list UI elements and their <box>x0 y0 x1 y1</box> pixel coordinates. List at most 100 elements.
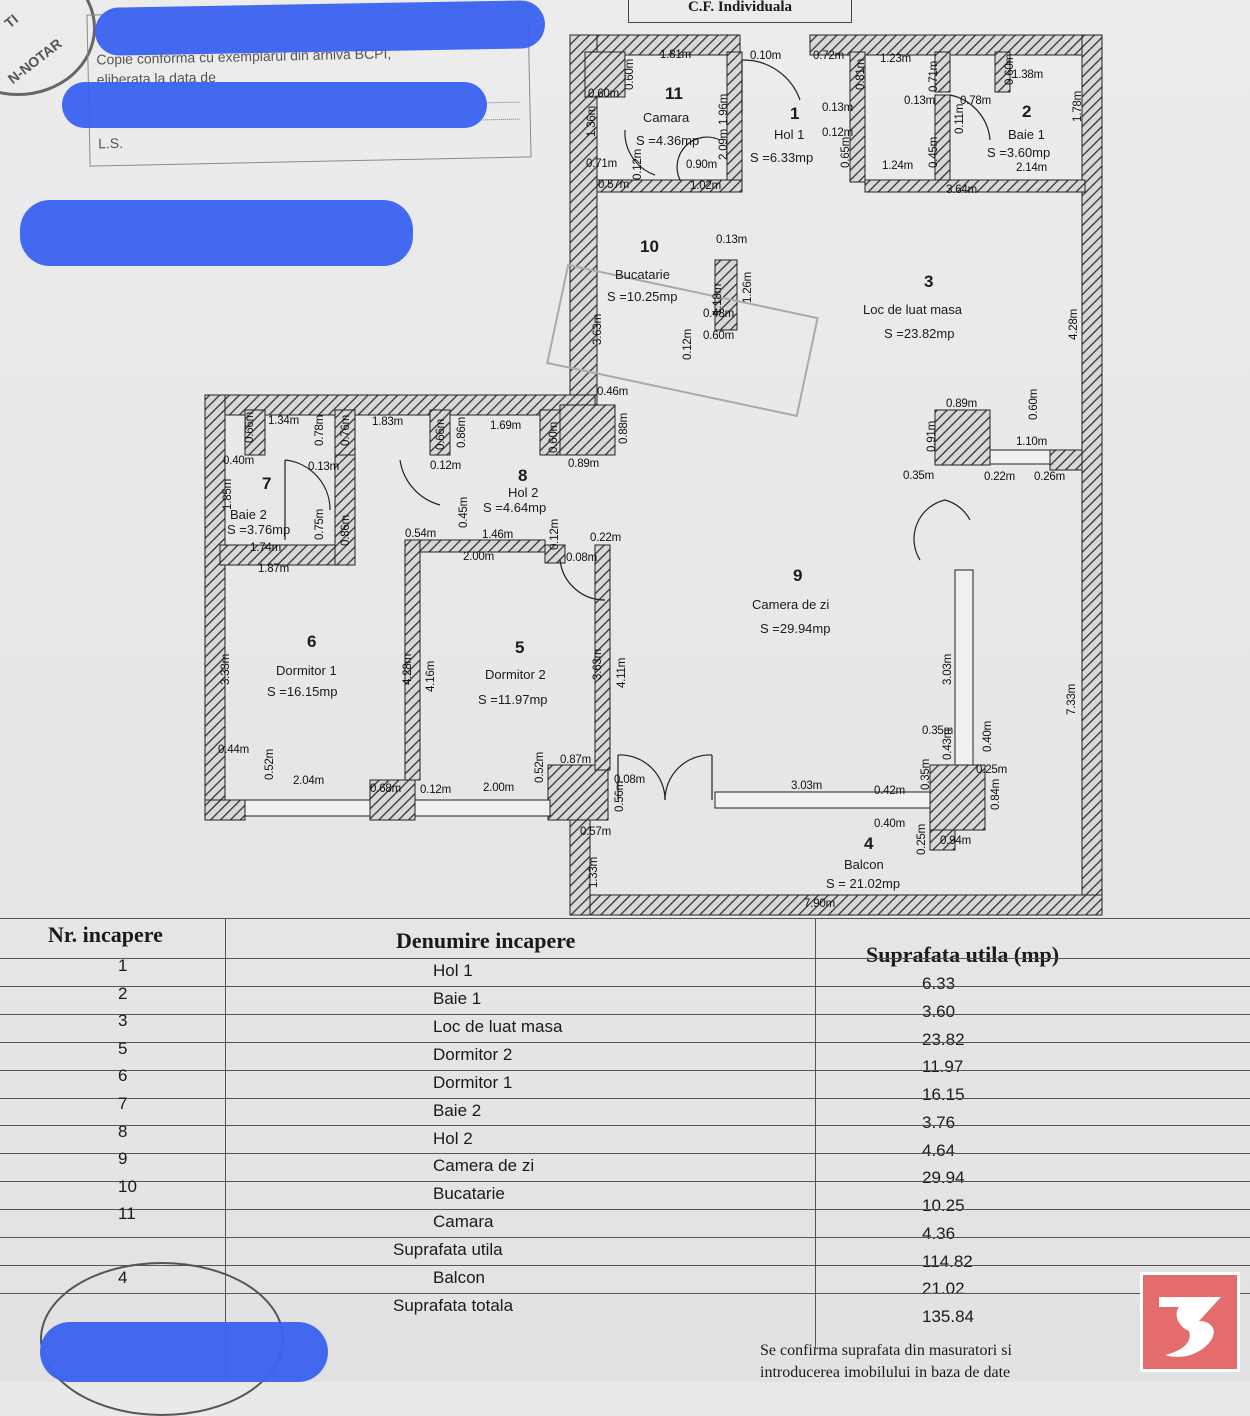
table-cell-area: 10.25 <box>922 1196 965 1216</box>
room-number: 9 <box>793 566 803 585</box>
table-row-divider <box>0 1209 1250 1211</box>
table-cell-area: 3.60 <box>922 1001 956 1021</box>
dimension-label: 1.85m <box>222 479 234 510</box>
table-cell-nr: 7 <box>118 1094 128 1113</box>
room-area: S =10.25mp <box>607 289 678 304</box>
room-number: 2 <box>1022 102 1032 121</box>
table-cell-area: 29.94 <box>922 1168 965 1188</box>
room-area: S =23.82mp <box>884 326 955 341</box>
dimension-label: 0.60m <box>548 422 560 453</box>
room-number: 4 <box>864 834 874 853</box>
table-row-divider <box>0 1069 1250 1071</box>
dimension-label: 0.12m <box>632 149 644 180</box>
dimension-label: 0.40m <box>982 721 994 752</box>
room-area: S =29.94mp <box>760 621 831 636</box>
dimension-label: 0.60m <box>1028 389 1040 420</box>
dimension-label: 7.33m <box>1066 684 1078 715</box>
redaction-3 <box>20 200 413 266</box>
table-cell-name: Camera de zi <box>433 1156 535 1176</box>
dimension-label: 2.14m <box>1016 162 1047 174</box>
dimension-label: 0.12m <box>430 460 461 472</box>
table-header-nr: Nr. incapere <box>48 922 163 947</box>
dimension-label: 7.90m <box>804 898 835 910</box>
table-row-divider <box>0 958 1250 959</box>
footnote-line-2: introducerea imobilului in baza de date <box>760 1364 1011 1381</box>
table-cell-name: Bucatarie <box>433 1184 505 1204</box>
room-name: Camara <box>643 110 690 125</box>
dimension-label: 3.64m <box>946 184 977 196</box>
dimension-label: 0.35m <box>903 470 934 482</box>
table-cell-area: 11.97 <box>922 1057 964 1077</box>
dimension-label: 3.63m <box>592 649 604 680</box>
dimension-label: 1.87m <box>258 563 289 575</box>
dimension-label: 1.78m <box>1072 91 1084 122</box>
dimension-label: 1.46m <box>482 529 513 541</box>
dimension-label: 0.45m <box>928 137 940 168</box>
dimension-label: 0.81m <box>855 59 867 90</box>
room-name: Hol 2 <box>508 485 539 500</box>
dimension-label: 0.78m <box>960 95 991 107</box>
dimension-label: 0.60m <box>1004 54 1016 85</box>
dimension-label: 0.22m <box>984 471 1015 483</box>
dimension-label: 1.26m <box>742 272 754 303</box>
table-cell-name: Suprafata utila <box>393 1240 503 1260</box>
room-area: S = 21.02mp <box>826 876 901 891</box>
table-row-divider <box>0 1181 1250 1183</box>
dimension-label: 1.23m <box>880 53 911 65</box>
dimension-label: 0.87m <box>560 754 591 766</box>
dimension-label: 0.71m <box>586 158 617 170</box>
redaction-4 <box>40 1322 328 1382</box>
dimension-label: 0.22m <box>590 532 621 544</box>
dimension-label: 0.75m <box>314 509 326 540</box>
dimension-label: 0.60m <box>624 59 636 90</box>
dimension-label: 0.13m <box>822 102 853 114</box>
dimension-label: 0.90m <box>686 159 717 171</box>
dimension-label: 2.00m <box>483 782 514 794</box>
room-name: Bucatarie <box>615 267 670 282</box>
dimension-label: 0.52m <box>264 749 276 780</box>
dimension-label: 0.66m <box>244 412 256 443</box>
dimension-label: 0.54m <box>405 528 436 540</box>
dimension-label: 1.18m <box>712 284 724 315</box>
table-cell-area: 4.36 <box>922 1223 956 1243</box>
dimension-label: 0.10m <box>750 50 781 62</box>
dimension-label: 0.08m <box>566 552 597 564</box>
table-cell-nr: 10 <box>118 1176 137 1196</box>
dimension-label: 4.28m <box>1068 309 1080 340</box>
table-row-divider <box>0 1292 1250 1294</box>
dimension-label: 1.33m <box>588 857 600 888</box>
table-cell-name: Suprafata totala <box>393 1296 514 1316</box>
dimension-label: 0.86m <box>340 515 352 546</box>
dimension-label: 0.66m <box>435 419 447 450</box>
dimension-label: 1.96m <box>718 94 730 125</box>
bird-logo-icon <box>1159 1297 1221 1357</box>
dimension-label: 0.40m <box>223 455 254 467</box>
dimension-label: 0.91m <box>926 421 938 452</box>
table-row-divider <box>0 985 1250 987</box>
table-cell-area: 23.82 <box>922 1029 965 1049</box>
dimension-label: 0.11m <box>954 103 966 134</box>
dimension-label: 4.11m <box>616 657 628 688</box>
dimension-label: 0.89m <box>946 398 977 410</box>
room-area: S =4.36mp <box>636 133 700 148</box>
table-cell-name: Baie 2 <box>433 1100 482 1120</box>
dimension-label: 0.12m <box>549 519 561 550</box>
room-number: 3 <box>924 272 934 291</box>
table-cell-area: 4.64 <box>922 1140 956 1160</box>
table-cell-nr: 6 <box>118 1066 128 1086</box>
table-row-divider <box>0 1041 1250 1043</box>
dimension-label: 1.74m <box>250 542 281 554</box>
footnote-line-1: Se confirma suprafata din masuratori si <box>760 1342 1012 1359</box>
table-cell-name: Hol 1 <box>433 961 473 980</box>
table-cell-name: Balcon <box>433 1268 485 1288</box>
table-cell-area: 21.02 <box>922 1279 965 1299</box>
table-row-divider <box>0 1013 1250 1015</box>
dimension-label: 0.65m <box>840 137 852 168</box>
table-cell-area: 3.76 <box>922 1112 956 1132</box>
dimension-label: 1.69m <box>490 420 521 432</box>
cf-title: C.F. Individuala <box>628 0 852 23</box>
dimension-label: 0.72m <box>813 50 844 62</box>
room-area: S =4.64mp <box>483 500 547 515</box>
room-name: Baie 1 <box>1008 127 1045 142</box>
